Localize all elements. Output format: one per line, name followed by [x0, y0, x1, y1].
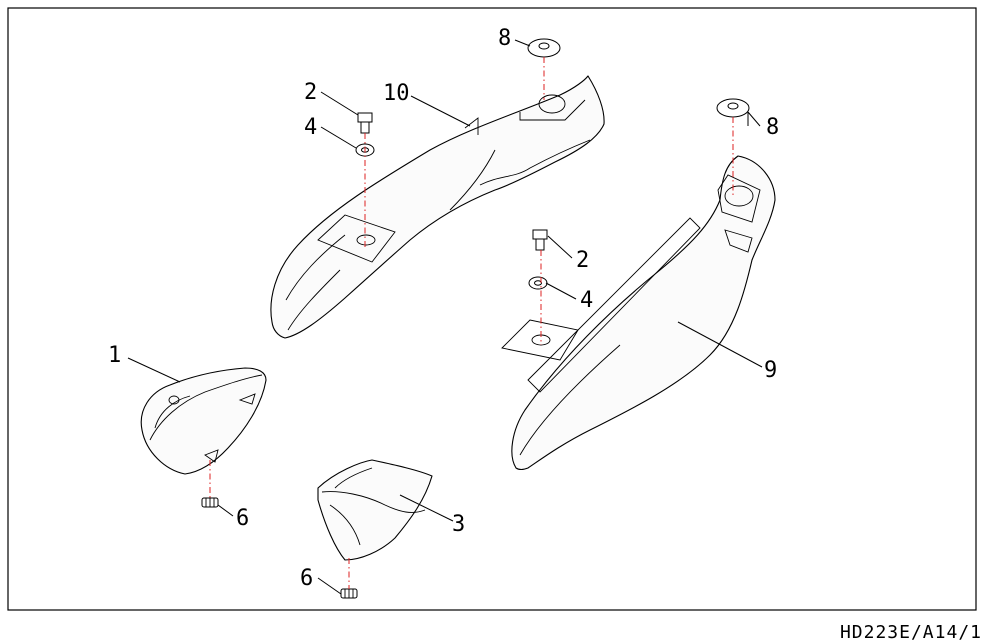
- leader-lines: [127, 39, 763, 595]
- clip-nut-icon: [340, 588, 358, 599]
- drawing-frame: [7, 7, 977, 611]
- callout-3: 3: [452, 512, 465, 537]
- callout-2: 2: [576, 248, 589, 273]
- grommet-icon: [716, 98, 750, 118]
- part-10-side-cover: [270, 75, 605, 339]
- drawing-code: HD223E/A14/1: [839, 622, 982, 643]
- assembly-centerlines: [209, 57, 734, 589]
- part-1-front-cover: [140, 367, 267, 475]
- callout-8: 8: [766, 115, 779, 140]
- callout-9: 9: [764, 358, 777, 383]
- callout-4: 4: [580, 288, 593, 313]
- part-9-side-cover: [501, 155, 776, 471]
- callout-10: 10: [383, 81, 410, 106]
- callout-8: 8: [498, 26, 511, 51]
- washer-icon: [528, 276, 548, 290]
- callout-6: 6: [236, 506, 249, 531]
- callout-6: 6: [300, 566, 313, 591]
- clip-nut-icon: [201, 497, 219, 508]
- grommet-icon: [527, 38, 561, 58]
- bolt-icon: [532, 229, 548, 251]
- bolt-icon: [357, 112, 373, 134]
- callout-1: 1: [108, 343, 121, 368]
- callout-2: 2: [304, 80, 317, 105]
- part-3-lower-cover: [317, 459, 433, 561]
- callout-4: 4: [304, 115, 317, 140]
